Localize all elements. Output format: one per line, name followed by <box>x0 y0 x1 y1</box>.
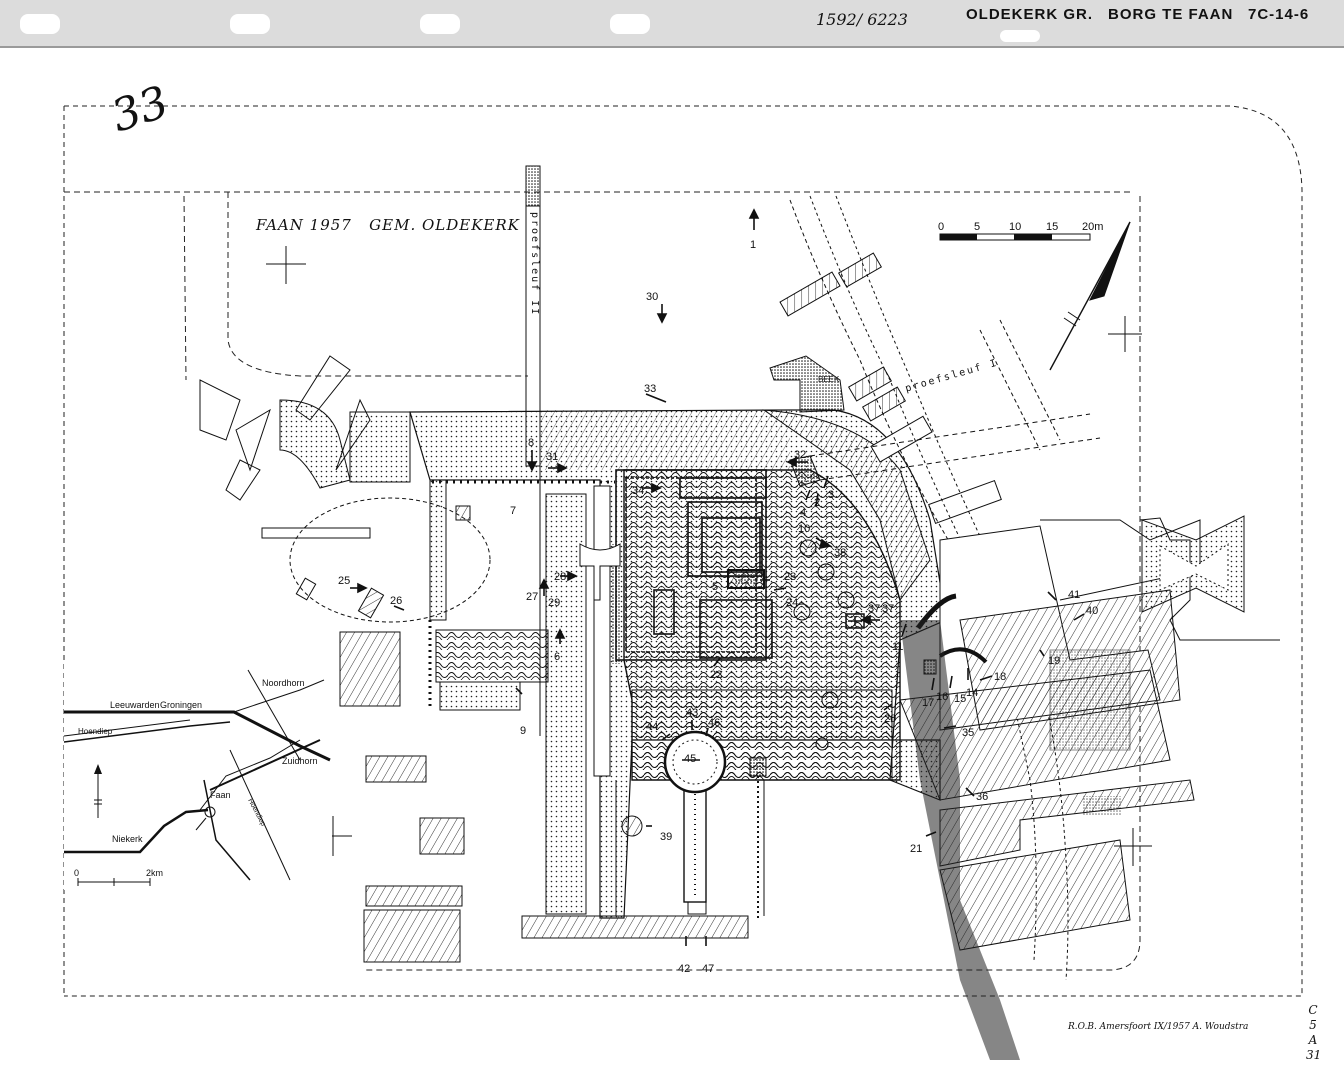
photo-point: 21 <box>910 843 922 855</box>
photo-point: 16 <box>936 691 948 703</box>
side-code-char: 5 <box>1309 1018 1317 1032</box>
photo-point: 8 <box>528 437 534 449</box>
photo-point: 7 <box>510 505 516 517</box>
inset-scale-tick: 2km <box>146 868 163 878</box>
photo-point: 42 <box>678 963 690 975</box>
photo-point: 6 <box>554 651 560 663</box>
photo-point: 2 <box>814 497 820 509</box>
photo-point: 15 <box>954 693 966 705</box>
castle-walls <box>612 469 773 664</box>
photo-point: 41 <box>1068 589 1080 601</box>
photo-point: 10 <box>798 523 810 535</box>
photo-point: 24 <box>786 597 798 609</box>
ne-bastion <box>1141 515 1245 613</box>
west-trenches <box>279 399 611 915</box>
photo-point: 5 <box>712 581 718 593</box>
map-title-year: FAAN 1957 <box>256 216 352 234</box>
side-code-char: 31 <box>1306 1048 1322 1062</box>
site-name: BORG TE FAAN <box>1108 6 1234 23</box>
catalog-number: 1592/ 6223 <box>816 10 908 29</box>
photo-point: 1 <box>750 239 756 251</box>
sprocket-hole <box>230 14 270 34</box>
photo-point: 47 <box>702 963 714 975</box>
north-arrow-icon <box>1049 221 1131 371</box>
photo-point: 26 <box>390 595 402 607</box>
photo-point: 23 <box>784 571 796 583</box>
photo-point: 37 <box>868 603 880 615</box>
photo-point: 9 <box>520 725 526 737</box>
south-trench <box>521 915 749 939</box>
photo-point: 32 <box>794 449 806 461</box>
inset-scale-tick: 0 <box>74 868 79 878</box>
photo-point: 39 <box>660 831 672 843</box>
photo-point: 29 <box>548 597 560 609</box>
scale-tick: 10 <box>1009 221 1021 233</box>
photo-point: 27 <box>526 591 538 603</box>
photo-point: 17 <box>922 697 934 709</box>
scale-tick: 0 <box>938 221 944 233</box>
trench-2-label: proefsleuf II <box>529 212 540 317</box>
film-strip-header: 1592/ 6223 OLDEKERK GR. BORG TE FAAN 7C-… <box>0 0 1344 48</box>
sprocket-hole <box>420 14 460 34</box>
photo-point: 20 <box>884 713 896 725</box>
sprocket-hole <box>1000 30 1040 42</box>
photo-point: 18 <box>994 671 1006 683</box>
south-trench-west <box>363 909 461 963</box>
photo-point-labels: 1 2 3 4 5 6 7 8 9 10 11 14 15 16 17 18 1… <box>338 239 1098 975</box>
round-tower <box>663 730 727 915</box>
photo-point: 30 <box>646 291 658 303</box>
photo-point: 34 <box>632 485 644 497</box>
photo-point: 3 <box>828 489 834 501</box>
film-stain <box>900 620 1020 1060</box>
photo-point: 36 <box>976 791 988 803</box>
photo-arrows <box>350 208 1085 946</box>
sprocket-hole <box>20 14 60 34</box>
photo-point: 44 <box>646 721 658 733</box>
photo-point: 22 <box>710 669 722 681</box>
place-name: OLDEKERK GR. <box>966 6 1094 23</box>
photo-point: 38 <box>834 547 846 559</box>
scale-tick: 5 <box>974 221 980 233</box>
photo-point: 4 <box>800 507 806 519</box>
photo-point: 14 <box>966 687 978 699</box>
east-trenches <box>779 252 1002 525</box>
sheet-code: 7C-14-6 <box>1248 6 1310 23</box>
outer-boundary <box>64 105 1303 997</box>
map-title: FAAN 1957 GEM. OLDEKERK <box>256 216 520 234</box>
map-municipality: GEM. OLDEKERK <box>369 216 520 234</box>
photo-point: 28 <box>554 571 566 583</box>
photo-point: 19 <box>1048 655 1060 667</box>
inset-place: Faan <box>210 790 231 800</box>
photo-point: 43 <box>686 707 698 719</box>
photo-point: 31 <box>546 451 558 463</box>
sprocket-hole <box>610 14 650 34</box>
photo-point: 40 <box>1086 605 1098 617</box>
inset-place: Zuidhorn <box>282 756 318 766</box>
side-code-char: A <box>1308 1033 1318 1047</box>
side-code-char: C <box>1308 1003 1318 1017</box>
photo-point: 25 <box>338 575 350 587</box>
photo-point: 11 <box>892 641 903 653</box>
photo-point: 45 <box>684 753 696 765</box>
scale-tick: 20m <box>1082 221 1103 233</box>
stream-label: BEEK <box>818 375 840 384</box>
inset-place: Niekerk <box>112 834 143 844</box>
scale-bar <box>939 233 1091 241</box>
inset-place: Leeuwarden <box>110 700 160 710</box>
inset-map <box>63 660 332 890</box>
inset-place: Hoendiep <box>78 727 113 736</box>
inset-place: Groningen <box>160 700 202 710</box>
side-code: C 5 A 31 <box>1306 1003 1322 1063</box>
photo-point: 35 <box>962 727 974 739</box>
photo-point: 46 <box>708 717 720 729</box>
inset-place: Noordhorn <box>262 678 305 688</box>
scale-tick: 15 <box>1046 221 1058 233</box>
credit-line: R.O.B. Amersfoort IX/1957 A. Woudstra <box>1068 1022 1249 1032</box>
photo-point: 37 <box>882 603 894 615</box>
photo-point: 33 <box>644 383 656 395</box>
